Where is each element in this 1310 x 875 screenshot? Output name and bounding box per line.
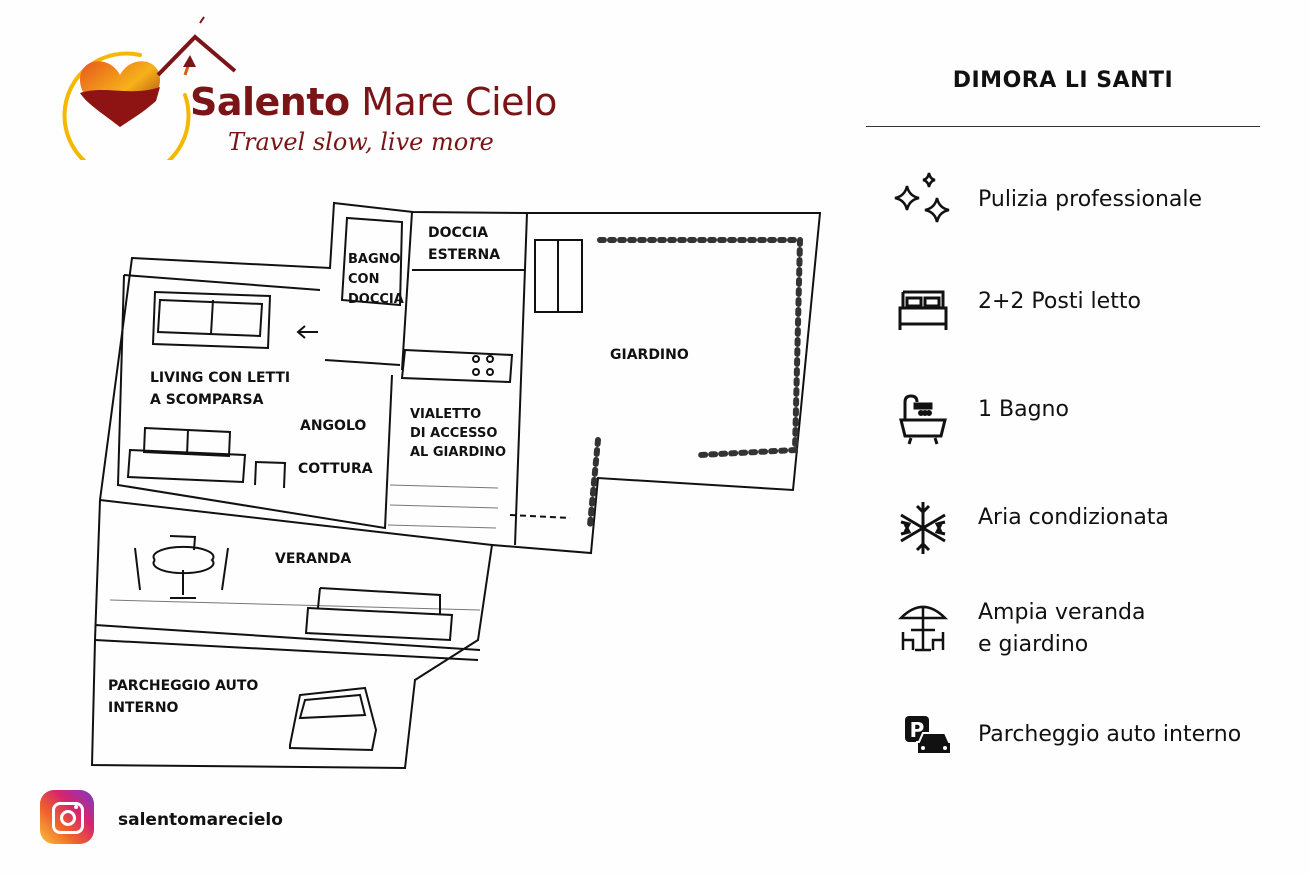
kitchen	[400, 348, 514, 384]
sofa-bottom	[126, 426, 247, 484]
living-walls	[116, 211, 413, 530]
garden-path	[509, 514, 571, 519]
side-table	[254, 461, 287, 489]
shower-box	[534, 239, 583, 313]
brand-name: Salento Mare Cielo	[190, 80, 557, 124]
room-angolo: ANGOLO	[300, 418, 367, 434]
parking-car-icon: P	[905, 716, 952, 755]
property-title: DIMORA LI SANTI	[952, 68, 1174, 93]
arrow	[296, 325, 318, 339]
plan-outline	[90, 201, 822, 770]
snowflake-icon	[900, 502, 946, 554]
doccia-wall	[412, 212, 528, 546]
bathtub-icon	[899, 394, 947, 445]
instagram-handle[interactable]: salentomarecielo	[118, 810, 283, 830]
car	[289, 686, 378, 752]
feature-bathroom: 1 Bagno	[978, 397, 1069, 422]
hedge	[587, 237, 804, 528]
sparkles-icon	[894, 172, 950, 223]
feature-parking: Parcheggio auto interno	[978, 722, 1242, 747]
sofa-top	[151, 290, 272, 350]
umbrella-table-icon	[897, 605, 949, 652]
instagram-icon[interactable]	[40, 790, 94, 844]
feature-air-conditioning: Aria condizionata	[978, 505, 1169, 530]
room-veranda: VERANDA	[275, 551, 352, 567]
floor-plan	[90, 201, 822, 770]
paving	[109, 484, 499, 611]
bed-icon	[898, 290, 948, 330]
feature-cleaning: Pulizia professionale	[978, 187, 1203, 212]
table-chairs	[134, 535, 229, 599]
veranda-sofa	[304, 587, 454, 642]
feature-beds: 2+2 Posti letto	[978, 289, 1141, 314]
room-cottura: COTTURA	[298, 461, 373, 477]
tagline: Travel slow, live more	[228, 128, 494, 156]
logo-mark	[62, 16, 237, 160]
room-giardino: GIARDINO	[610, 347, 689, 363]
title-divider	[866, 126, 1260, 127]
veranda-lines	[94, 499, 493, 661]
